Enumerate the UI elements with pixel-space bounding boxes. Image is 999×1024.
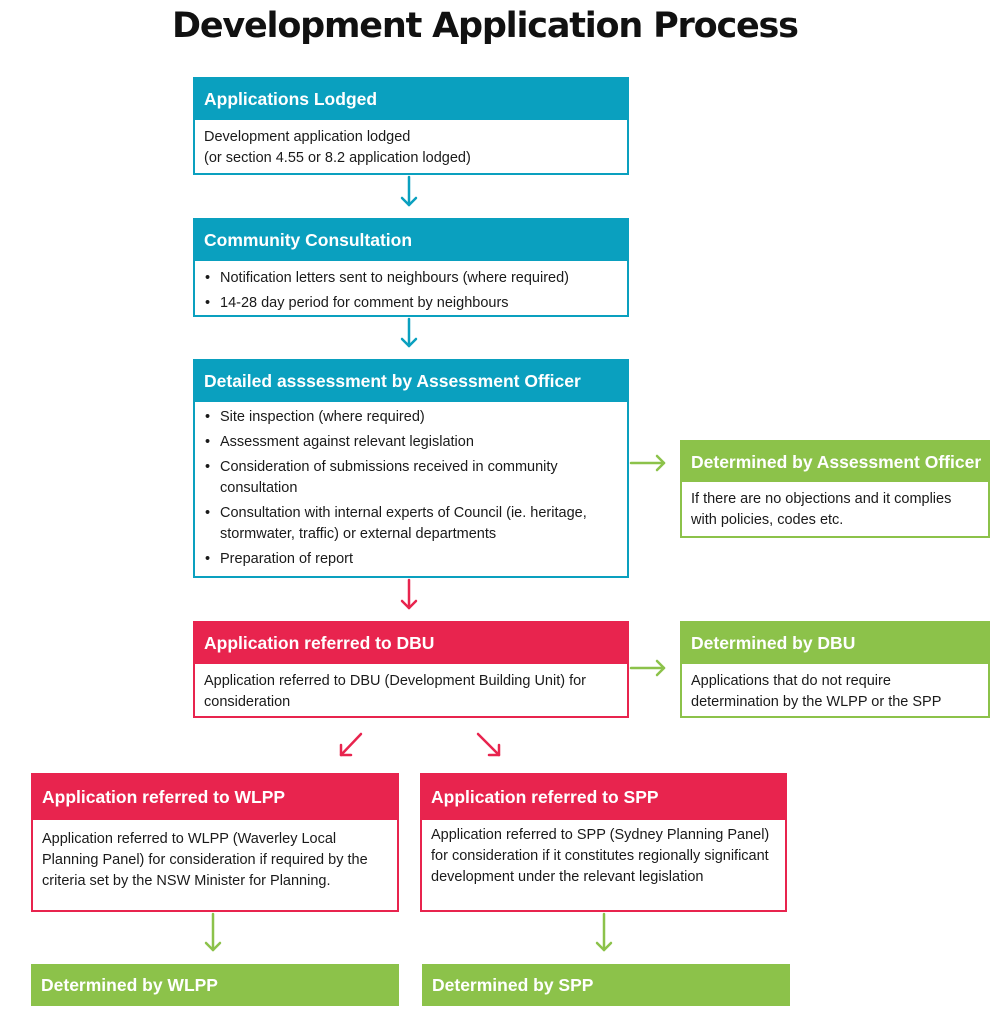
referred-to-wlpp-body: Application referred to WLPP (Waverley L… — [42, 831, 368, 889]
community-consultation-header: Community Consultation — [195, 220, 627, 261]
referred-to-dbu-body: Application referred to DBU (Development… — [204, 673, 587, 710]
determined-by-dbu-header: Determined by DBU — [682, 623, 988, 664]
determined-by-wlpp-box: Determined by WLPP — [31, 964, 399, 1006]
determined-by-officer-box: Determined by Assessment Officer If ther… — [680, 440, 990, 538]
arrow-dbu-to-spp — [476, 732, 501, 757]
referred-to-spp-header: Application referred to SPP — [422, 775, 785, 820]
bullet-item: Consideration of submissions received in… — [204, 457, 618, 499]
arrow-assessment-to-dbu — [400, 578, 418, 610]
determined-by-dbu-box: Determined by DBU Applications that do n… — [680, 621, 990, 718]
determined-by-officer-header: Determined by Assessment Officer — [682, 442, 988, 482]
arrow-wlpp-to-determined — [204, 912, 222, 952]
referred-to-dbu-header: Application referred to DBU — [195, 623, 627, 664]
detailed-assessment-box: Detailed asssessment by Assessment Offic… — [193, 359, 629, 578]
applications-lodged-line: Development application lodged — [204, 129, 411, 145]
determined-by-dbu-body: Applications that do not require determi… — [691, 673, 942, 710]
applications-lodged-body: Development application lodged (or secti… — [195, 120, 627, 176]
page-title: Development Application Process — [172, 6, 799, 46]
bullet-item: Consultation with internal experts of Co… — [204, 503, 618, 545]
bullet-item: Assessment against relevant legislation — [204, 432, 618, 453]
community-consultation-body: Notification letters sent to neighbours … — [195, 261, 627, 325]
arrow-dbu-to-wlpp — [339, 732, 363, 757]
bullet-item: 14-28 day period for comment by neighbou… — [204, 293, 618, 314]
applications-lodged-box: Applications Lodged Development applicat… — [193, 77, 629, 175]
applications-lodged-header: Applications Lodged — [195, 79, 627, 120]
arrow-assessment-to-officer — [629, 454, 666, 472]
detailed-assessment-body: Site inspection (where required) Assessm… — [195, 402, 627, 581]
bullet-item: Preparation of report — [204, 549, 618, 570]
applications-lodged-line: (or section 4.55 or 8.2 application lodg… — [204, 150, 471, 166]
detailed-assessment-header: Detailed asssessment by Assessment Offic… — [195, 361, 627, 402]
community-consultation-box: Community Consultation Notification lett… — [193, 218, 629, 317]
referred-to-spp-box: Application referred to SPP Application … — [420, 773, 787, 912]
arrow-lodged-to-consultation — [400, 175, 418, 207]
bullet-item: Site inspection (where required) — [204, 407, 618, 428]
arrow-consultation-to-assessment — [400, 317, 418, 348]
referred-to-wlpp-box: Application referred to WLPP Application… — [31, 773, 399, 912]
determined-by-spp-box: Determined by SPP — [422, 964, 790, 1006]
referred-to-spp-body: Application referred to SPP (Sydney Plan… — [431, 827, 770, 885]
arrow-dbu-to-determined — [629, 659, 666, 677]
referred-to-wlpp-header: Application referred to WLPP — [33, 775, 397, 820]
determined-by-officer-body: If there are no objections and it compli… — [691, 491, 952, 528]
arrow-spp-to-determined — [595, 912, 613, 952]
referred-to-dbu-box: Application referred to DBU Application … — [193, 621, 629, 718]
bullet-item: Notification letters sent to neighbours … — [204, 268, 618, 289]
